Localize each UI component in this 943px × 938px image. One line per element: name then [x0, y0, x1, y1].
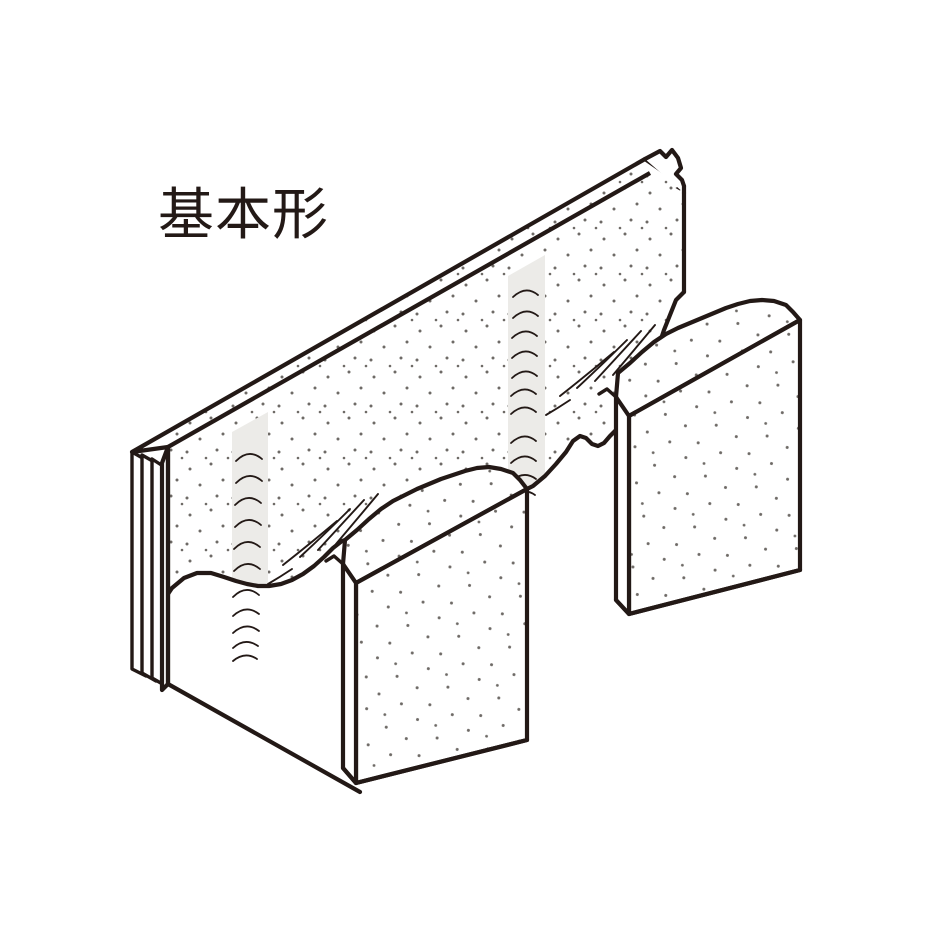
page-title: 基本形 — [158, 183, 329, 248]
left-layered-edge — [130, 444, 363, 795]
fin-right-bottom-edge — [613, 567, 803, 617]
fillet-sweep-right — [545, 324, 656, 416]
notch-left — [324, 554, 345, 566]
fin-wall-notch-group — [324, 387, 618, 566]
wall-face — [168, 173, 684, 594]
fin-front-side-face — [340, 561, 359, 786]
wall-bottom-edge — [165, 681, 363, 795]
tool-marks-right-band — [510, 289, 539, 498]
fin-front-bottom-edge — [340, 737, 530, 786]
fin-block-right — [613, 297, 803, 617]
tool-marks-left-band — [232, 453, 263, 662]
mortar-band-right — [508, 255, 545, 515]
back-wall-panel — [129, 147, 687, 662]
fin-block-front — [340, 464, 530, 786]
fin-right-side-face — [613, 394, 632, 617]
broken-edge-top-right — [642, 147, 687, 196]
notch-right — [597, 387, 618, 399]
fillet-sweep-left — [267, 493, 379, 585]
wall-face-outline — [166, 171, 652, 449]
